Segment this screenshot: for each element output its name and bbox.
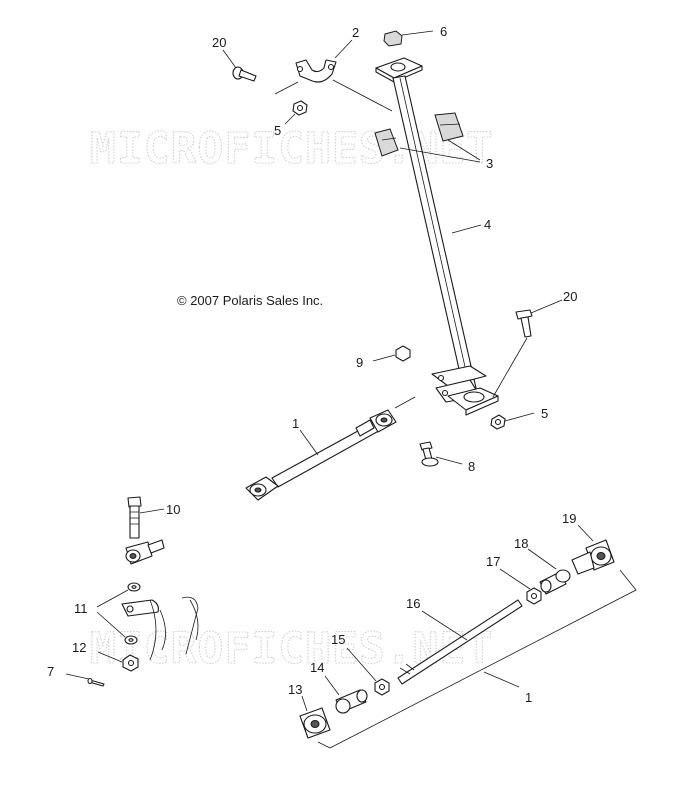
callout-1-top: 1 [292,416,299,431]
bolt-part-20-top [222,49,257,82]
rod-end-part-13 [299,695,331,739]
rod-end-part-19 [571,524,615,575]
rod-end-lower-left [125,539,165,565]
cap-part-6 [383,30,434,47]
nut-part-5-right [490,337,535,430]
steering-post-part-4 [374,57,499,416]
nut-part-5-top [284,100,308,125]
ball-joint-part-18 [527,548,571,595]
callout-3: 3 [486,156,493,171]
callout-16: 16 [406,596,420,611]
callout-14: 14 [310,660,324,675]
nut-part-9 [372,345,411,362]
ball-joint-part-14 [324,675,368,714]
steering-arm-bracket [121,596,199,661]
cotter-pin-part-7 [65,673,105,687]
callout-20-right: 20 [563,289,577,304]
watermark-bottom: MICROFICHES.NET [90,624,493,674]
callout-7: 7 [47,664,54,679]
callout-19: 19 [562,511,576,526]
callout-9: 9 [356,355,363,370]
callout-4: 4 [484,217,491,232]
clamp-bracket-part-2 [274,39,393,112]
assembly-bracket-lower [317,569,637,749]
callout-20-top: 20 [212,35,226,50]
tie-rod-part-1 [245,396,416,501]
watermark-top: MICROFICHES.NET [90,124,493,174]
callout-8: 8 [468,459,475,474]
callout-17: 17 [486,554,500,569]
callout-15: 15 [331,632,345,647]
callout-11: 11 [74,601,88,616]
callout-10: 10 [166,502,180,517]
callout-2: 2 [352,25,359,40]
callout-18: 18 [514,536,528,551]
washer-part-11 [96,582,141,645]
callout-5-right: 5 [541,406,548,421]
callout-6: 6 [440,24,447,39]
bolt-part-8 [419,441,463,467]
callout-12: 12 [72,640,86,655]
callout-1-bottom: 1 [525,690,532,705]
rod-part-16 [397,599,523,685]
callout-13: 13 [288,682,302,697]
bolt-part-10 [127,496,165,539]
nut-part-17 [499,568,542,605]
copyright-notice: © 2007 Polaris Sales Inc. [177,293,323,308]
bolt-part-20-right [515,299,563,338]
nut-part-12 [97,651,139,672]
callout-5-top: 5 [274,123,281,138]
nut-part-15 [346,647,390,696]
